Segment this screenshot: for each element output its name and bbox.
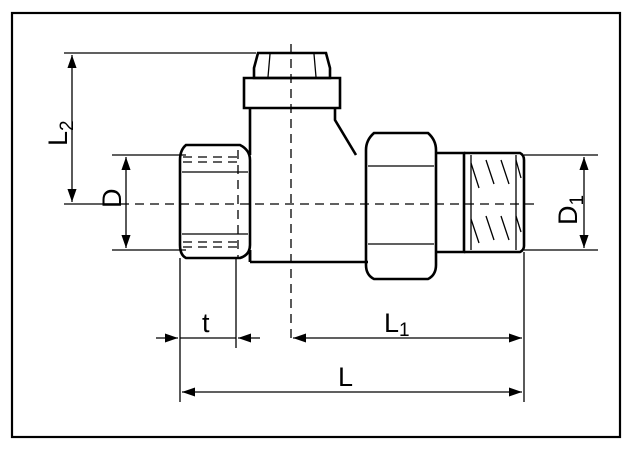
drawing-frame [10, 11, 622, 439]
label-L: L [338, 362, 353, 392]
extension-lines [64, 52, 598, 402]
label-L1: L1 [384, 308, 410, 341]
left-hex-connection [178, 143, 252, 260]
label-D1: D1 [553, 195, 588, 225]
label-L2: L2 [43, 120, 78, 146]
valve-body [242, 51, 368, 264]
threaded-tailpiece [436, 151, 526, 254]
union-nut [364, 131, 438, 281]
label-t: t [202, 308, 210, 338]
label-D: D [97, 189, 127, 209]
